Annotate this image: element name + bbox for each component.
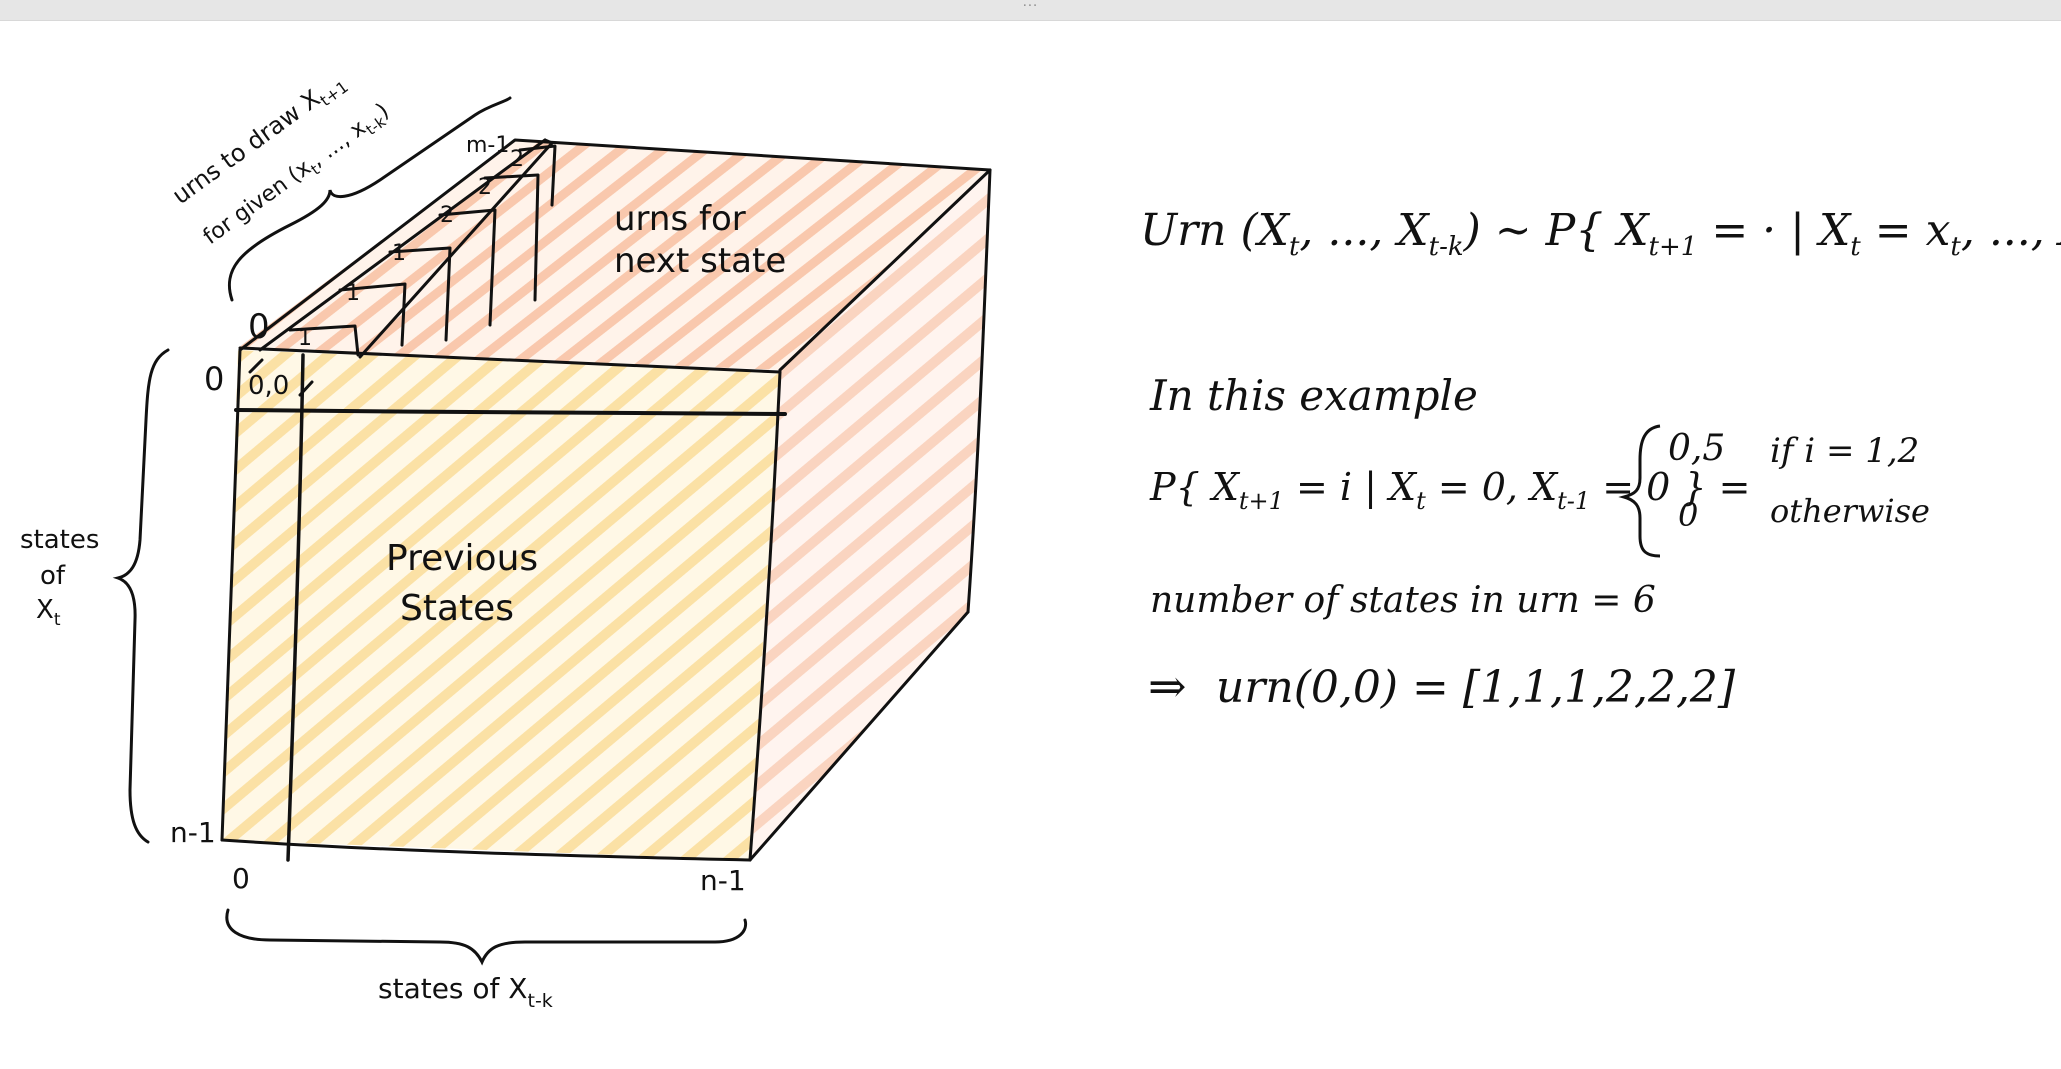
urn-cell: 2	[510, 147, 524, 172]
bottom-brace	[225, 908, 748, 966]
urn-cell: 2	[478, 175, 492, 200]
urn-cell: 1	[298, 326, 312, 351]
cube-front-face	[222, 350, 780, 860]
result-arrow: ⇒	[1148, 659, 1187, 713]
result: urn(0,0) = [1,1,1,2,2,2]	[1216, 662, 1736, 713]
bottom-brace-label: states of Xt-k	[378, 972, 553, 1012]
urn-cell: 2	[440, 203, 454, 228]
case1-condition: if i = 1,2	[1770, 431, 1919, 471]
urn-cell: 1	[346, 281, 360, 306]
urn-cell: 1	[392, 241, 406, 266]
top-face-label-line1: urns for	[614, 199, 746, 239]
case2-condition: otherwise	[1770, 492, 1930, 530]
case1-value: 0,5	[1668, 428, 1725, 469]
cube-diagram	[220, 138, 992, 862]
left-brace-label-line3: Xt	[36, 595, 61, 630]
probability-lhs: P{ Xt+1 = i | Xt = 0, Xt-1 = 0 } =	[1149, 465, 1751, 515]
notes: Urn (Xt, ..., Xt-k) ~ P{ Xt+1 = · | Xt =…	[1140, 205, 2061, 713]
col-start-label: 0	[232, 862, 250, 895]
depth-start-label: 0	[248, 307, 270, 347]
front-face-label-line2: States	[400, 588, 514, 629]
cell-label: 0,0	[248, 371, 289, 401]
row-end-label: n-1	[170, 816, 216, 849]
left-brace-label-line1: states	[20, 525, 99, 555]
urn-definition: Urn (Xt, ..., Xt-k) ~ P{ Xt+1 = · | Xt =…	[1140, 205, 2061, 262]
case2-value: 0	[1678, 496, 1698, 534]
top-face-label-line2: next state	[614, 241, 786, 281]
left-brace-label-line2: of	[40, 561, 66, 591]
row-start-label: 0	[204, 360, 224, 398]
states-count: number of states in urn = 6	[1150, 580, 1656, 621]
top-brace	[227, 96, 512, 302]
front-face-label-line1: Previous	[386, 538, 538, 579]
cases-brace	[1618, 424, 1661, 558]
drag-handle-icon[interactable]: ···	[1022, 0, 1039, 14]
window-drag-bar[interactable]: ···	[0, 0, 2061, 21]
cube-top-face	[238, 140, 990, 370]
urn-cells: 1 1 1 2 2 2	[298, 147, 524, 351]
example-heading: In this example	[1149, 371, 1478, 420]
depth-end-label: m-1	[466, 133, 509, 158]
left-brace	[112, 348, 170, 844]
braces	[112, 96, 748, 966]
col-end-label: n-1	[700, 864, 746, 897]
